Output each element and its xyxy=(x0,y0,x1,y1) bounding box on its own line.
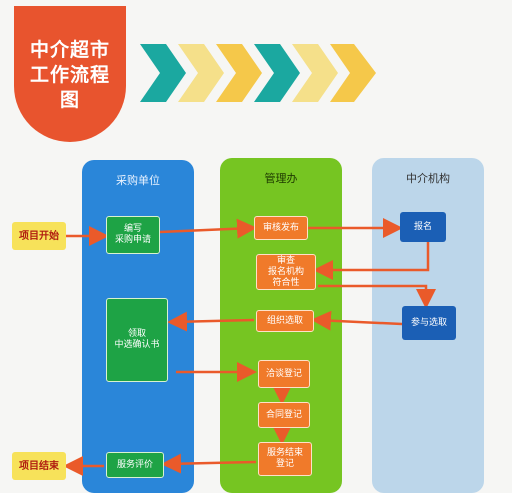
chevron-2 xyxy=(178,44,224,102)
chevron-decoration xyxy=(140,44,376,102)
arrow-join-to-organize xyxy=(311,310,403,331)
arrow-eligibility-to-join xyxy=(318,284,436,309)
arrow-service-end-to-eval xyxy=(161,453,257,474)
lane-procurement-title: 采购单位 xyxy=(116,174,160,187)
chevron-3 xyxy=(216,44,262,102)
step-contract-negotiation: 洽谈登记 xyxy=(258,360,310,388)
title-line-2: 工作流程 xyxy=(29,64,110,86)
step-receive-notice: 领取 中选确认书 xyxy=(106,298,168,382)
title-line-1: 中介超市 xyxy=(29,39,110,61)
chevron-4 xyxy=(254,44,300,102)
step-sign-up: 报名 xyxy=(400,212,446,242)
chevron-6 xyxy=(330,44,376,102)
lane-agency-title: 中介机构 xyxy=(406,172,450,185)
step-join-selection: 参与选取 xyxy=(402,306,456,340)
arrow-draft-to-review xyxy=(159,218,257,239)
step-draft-request: 编写 采购申请 xyxy=(106,216,160,254)
step-project-start: 项目开始 xyxy=(12,222,66,250)
title-line-3: 图 xyxy=(59,89,80,111)
step-service-end-register: 服务结束 登记 xyxy=(258,442,312,476)
chevron-1 xyxy=(140,44,186,102)
arrow-organize-to-receive xyxy=(167,311,255,332)
step-review-eligibility: 审查 报名机构 符合性 xyxy=(256,254,316,290)
arrow-signup-to-eligibility xyxy=(313,242,430,280)
step-organize-selection: 组织选取 xyxy=(256,310,314,332)
title-badge: 中介超市 工作流程 图 xyxy=(14,6,126,142)
lane-management-title: 管理办 xyxy=(264,172,298,185)
step-project-end: 项目结束 xyxy=(12,452,66,480)
step-review-publish: 审核发布 xyxy=(254,216,308,240)
step-service-evaluation: 服务评价 xyxy=(106,452,164,478)
step-contract-record: 合同登记 xyxy=(258,402,310,428)
chevron-5 xyxy=(292,44,338,102)
